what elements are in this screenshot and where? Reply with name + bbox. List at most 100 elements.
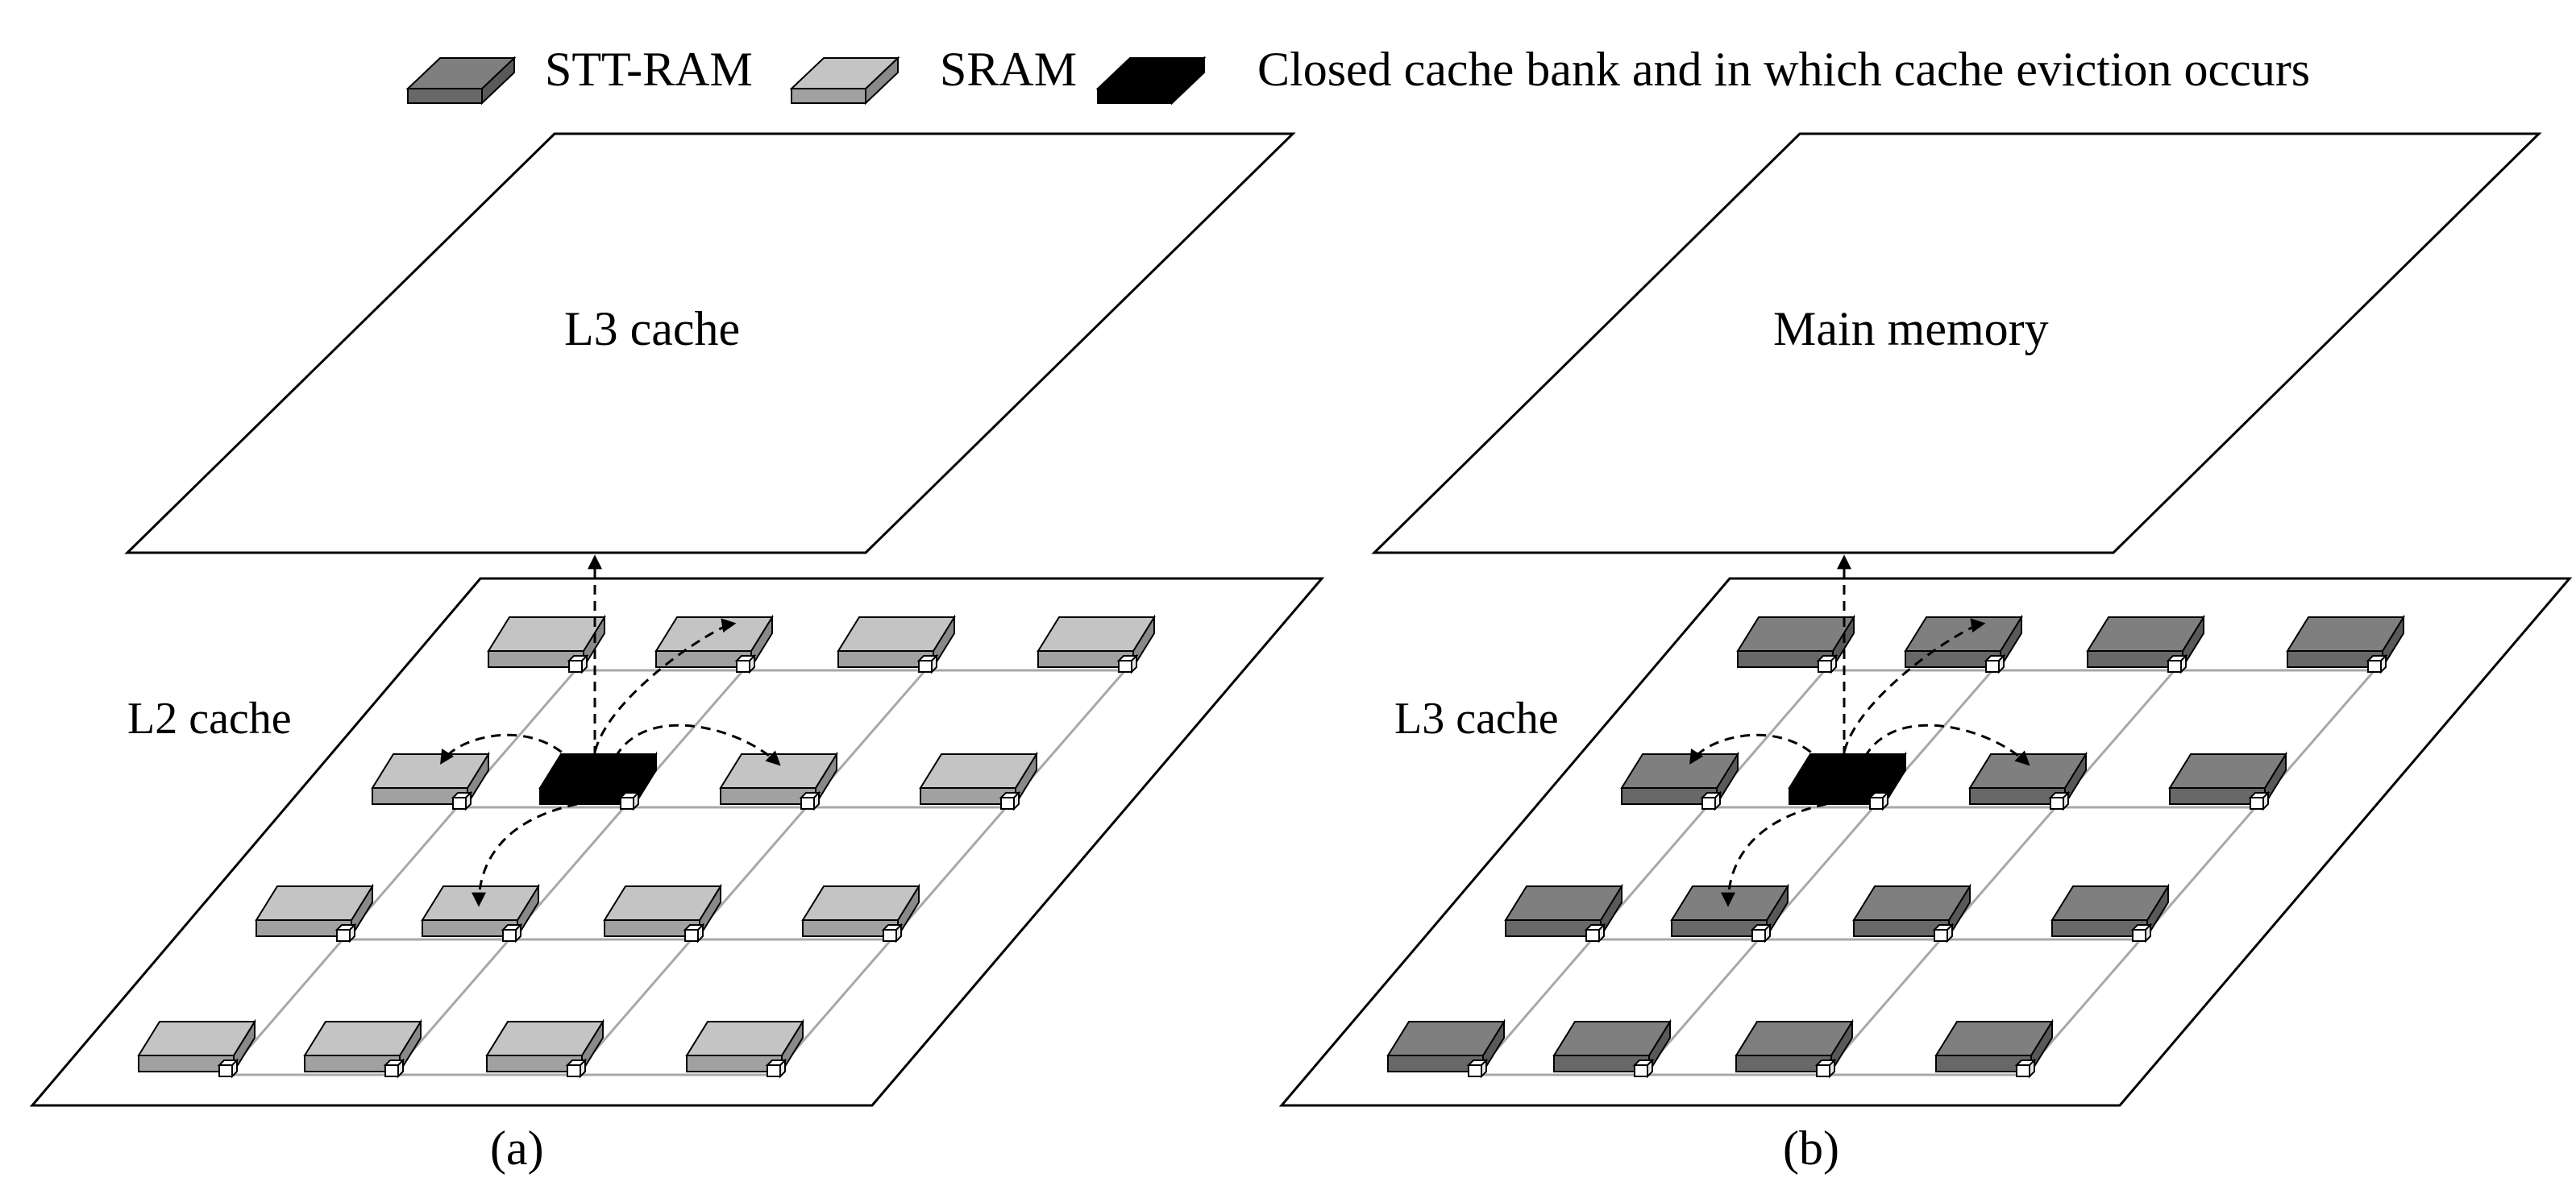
panel-caption: (b) xyxy=(1783,1122,1839,1175)
router-port xyxy=(1116,653,1139,674)
router-port xyxy=(881,923,904,943)
arrow-to-neighbor-bank xyxy=(1857,724,2030,773)
router-port xyxy=(1816,653,1839,674)
router-port xyxy=(2014,1058,2037,1079)
arrow-to-neighbor-bank xyxy=(592,618,737,768)
legend-label-sram: SRAM xyxy=(940,43,1077,96)
closed-bank-swatch xyxy=(1095,56,1207,106)
legend-item-closed: Closed cache bank and in which cache evi… xyxy=(1095,43,2310,106)
sram-swatch xyxy=(789,56,900,106)
panel-b: Main memory L3 cache (b) xyxy=(1278,132,2573,1175)
upper-plane xyxy=(1371,132,2542,554)
legend-label-closed: Closed cache bank and in which cache evi… xyxy=(1257,43,2310,96)
router-port xyxy=(1466,1058,1489,1079)
router-port xyxy=(567,653,589,674)
stt-ram-bank xyxy=(1552,1018,1672,1079)
router-port xyxy=(383,1058,405,1079)
stt-ram-bank xyxy=(1386,1018,1506,1079)
router-port xyxy=(2166,653,2188,674)
eviction-arrows xyxy=(1689,554,2030,907)
panel-a: L3 cache L2 cache (a) xyxy=(29,132,1325,1175)
sram-bank xyxy=(654,614,774,674)
bank-array xyxy=(137,614,1156,1079)
grid-col-line xyxy=(2021,670,2376,1076)
bank-grid xyxy=(224,669,1127,1076)
grid-col-line xyxy=(1822,670,2176,1076)
arrow-to-neighbor-bank xyxy=(1841,618,1986,768)
stt-ram-bank xyxy=(1735,1018,1854,1079)
sram-bank xyxy=(255,883,374,943)
legend-label-stt-ram: STT-RAM xyxy=(545,43,753,96)
grid-col-line xyxy=(572,670,927,1076)
router-port xyxy=(1932,923,1955,943)
sram-bank xyxy=(137,1018,256,1079)
upper-plane-label: L3 cache xyxy=(564,302,740,355)
router-port xyxy=(2048,790,2071,811)
stt-ram-bank xyxy=(1670,883,1789,943)
router-port xyxy=(2366,653,2388,674)
router-port xyxy=(799,790,821,811)
lower-plane-label: L3 cache xyxy=(1394,694,1559,744)
arrow-to-neighbor-bank xyxy=(608,724,781,773)
router-port xyxy=(334,923,357,943)
legend-item-stt-ram: STT-RAM xyxy=(405,43,753,106)
upper-plane xyxy=(124,132,1296,554)
stt-ram-bank xyxy=(2286,614,2405,674)
arrow-to-neighbor-bank xyxy=(1721,802,1827,907)
eviction-arrows xyxy=(440,554,781,907)
router-port xyxy=(1984,653,2006,674)
stt-ram-bank xyxy=(1968,751,2088,811)
router-port xyxy=(734,653,757,674)
stt-ram-bank xyxy=(2050,883,2170,943)
sram-bank xyxy=(801,883,920,943)
stt-ram-bank xyxy=(1736,614,1855,674)
router-port xyxy=(1584,923,1606,943)
grid-col-line xyxy=(1473,670,1826,1076)
router-port xyxy=(999,790,1021,811)
stt-ram-bank xyxy=(1904,614,2023,674)
stt-ram-swatch xyxy=(405,56,517,106)
sram-bank xyxy=(919,751,1038,811)
upper-plane-label: Main memory xyxy=(1773,302,2049,355)
router-port xyxy=(765,1058,787,1079)
sram-bank xyxy=(421,883,540,943)
router-port xyxy=(916,653,939,674)
bank-grid xyxy=(1473,669,2376,1076)
closed-cache-bank xyxy=(538,751,658,811)
router-port xyxy=(618,790,641,811)
grid-col-line xyxy=(1639,670,1994,1076)
router-port xyxy=(451,790,473,811)
lower-plane xyxy=(29,577,1325,1107)
router-port xyxy=(1750,923,1772,943)
stt-ram-bank xyxy=(2168,751,2287,811)
router-port xyxy=(565,1058,588,1079)
router-port xyxy=(217,1058,239,1079)
sram-bank xyxy=(303,1018,422,1079)
stt-ram-bank xyxy=(1620,751,1739,811)
stt-ram-bank xyxy=(1934,1018,2054,1079)
sram-bank xyxy=(603,883,722,943)
sram-bank xyxy=(485,1018,605,1079)
sram-bank xyxy=(837,614,956,674)
legend-item-sram: SRAM xyxy=(789,43,1077,106)
router-port xyxy=(501,923,523,943)
stt-ram-bank xyxy=(1852,883,1971,943)
sram-bank xyxy=(371,751,490,811)
sram-bank xyxy=(685,1018,804,1079)
router-port xyxy=(2130,923,2153,943)
router-port xyxy=(683,923,705,943)
router-port xyxy=(1700,790,1722,811)
arrow-to-neighbor-bank xyxy=(472,802,578,907)
grid-col-line xyxy=(390,670,745,1076)
bank-array xyxy=(1386,614,2405,1079)
lower-plane xyxy=(1278,577,2573,1107)
arrow-to-neighbor-bank xyxy=(440,733,584,778)
sram-bank xyxy=(1037,614,1156,674)
router-port xyxy=(1868,790,1890,811)
stt-ram-bank xyxy=(1504,883,1623,943)
router-port xyxy=(2248,790,2271,811)
lower-plane-label: L2 cache xyxy=(127,694,292,744)
grid-col-line xyxy=(772,670,1127,1076)
sram-bank xyxy=(487,614,606,674)
